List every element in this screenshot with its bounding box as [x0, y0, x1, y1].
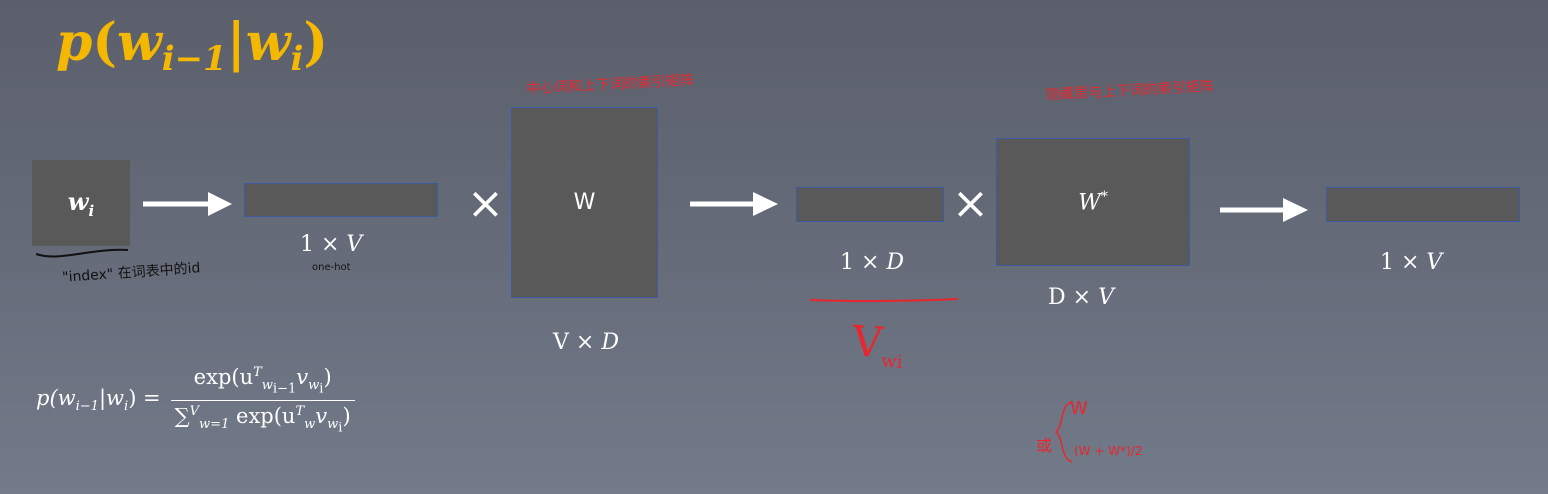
input-word-label: wi — [67, 186, 95, 220]
arrow-1 — [143, 192, 232, 216]
hidden-vector-note: Vwi — [850, 316, 904, 374]
page-title: p(wi−1|wi) — [56, 12, 329, 79]
output-dim: 1 × V — [1380, 250, 1443, 275]
matrix-wstar-dim: D × V — [1048, 285, 1114, 310]
matrix-w-label: W — [573, 190, 596, 215]
matrix-w-dim: V × D — [553, 330, 619, 355]
formula-numerator: exp(uTwi−1vwi) — [193, 365, 332, 397]
arrow-3 — [1220, 198, 1308, 222]
hidden-dim: 1 × D — [840, 250, 905, 275]
choice-w-note: W — [1070, 398, 1088, 419]
brace-icon — [1054, 401, 1073, 463]
arrow-2 — [690, 192, 778, 216]
onehot-note: one-hot — [312, 262, 351, 273]
underline-squiggle — [35, 248, 129, 258]
matrix-w: W — [511, 107, 658, 298]
formula-denominator: ∑Vw=1 exp(uTwvwi) — [170, 399, 355, 436]
softmax-formula: p(wi−1|wi) = exp(uTwi−1vwi) ∑Vw=1 exp(uT… — [36, 365, 355, 436]
formula-fraction: exp(uTwi−1vwi) ∑Vw=1 exp(uTwvwi) — [170, 365, 355, 436]
formula-lhs: p(wi−1|wi) = — [36, 386, 161, 415]
input-word-box: wi — [32, 160, 130, 246]
choice-avg-note: (W + W*)/2 — [1074, 444, 1143, 458]
multiply-operator-2: × — [952, 178, 989, 229]
matrix-wstar-label: W* — [1078, 188, 1108, 216]
multiply-operator-1: × — [467, 178, 504, 229]
choice-or-note: 或 — [1036, 436, 1053, 455]
matrix-wstar: W* — [996, 138, 1190, 266]
onehot-dim: 1 × V — [300, 232, 363, 257]
hidden-vector — [796, 187, 944, 222]
red-underline — [809, 298, 959, 303]
onehot-vector — [244, 183, 438, 217]
output-vector — [1326, 187, 1520, 222]
